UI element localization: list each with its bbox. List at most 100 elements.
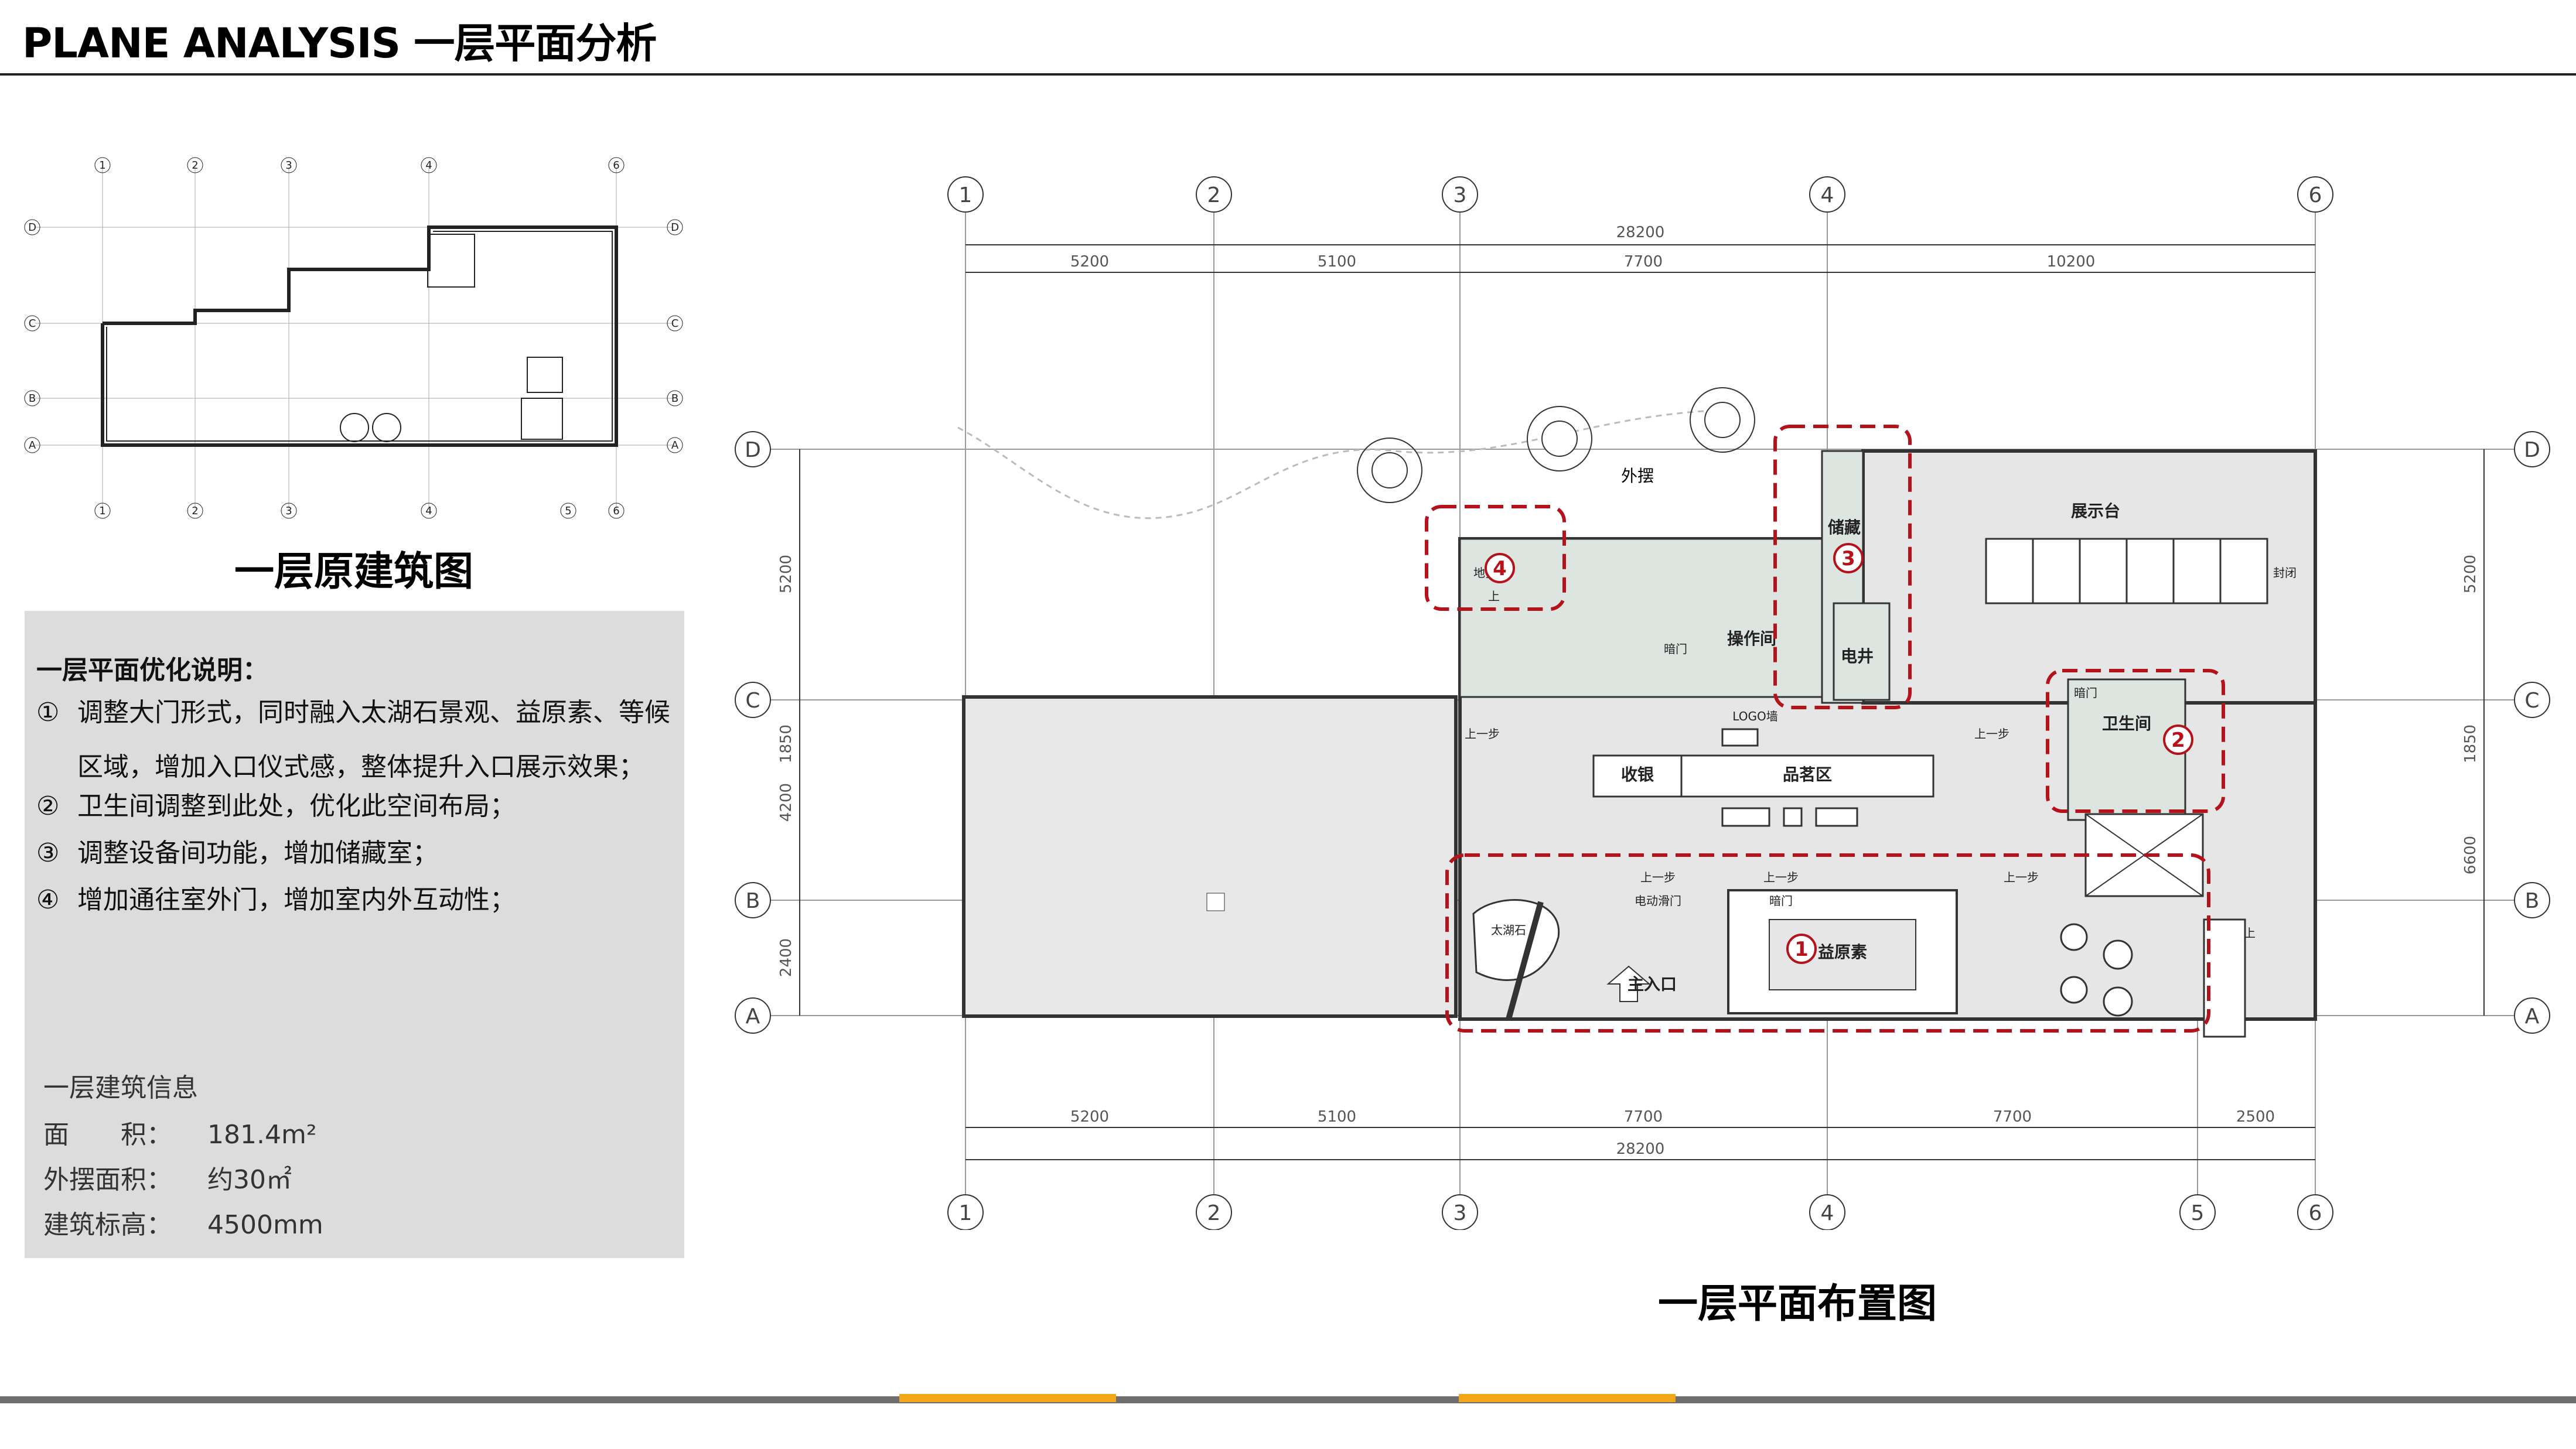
svg-text:5: 5 xyxy=(565,505,571,517)
axis-right-A: A xyxy=(2525,1004,2540,1028)
footer-accent-1 xyxy=(899,1394,1116,1402)
label-hidden-door-3: 暗门 xyxy=(2074,686,2097,700)
dim-bottom-2: 5100 xyxy=(1318,1108,1356,1126)
outdoor-seating-group xyxy=(1357,387,1755,503)
svg-text:3: 3 xyxy=(285,159,292,172)
svg-text:1: 1 xyxy=(99,159,105,172)
building-info-title: 一层建筑信息 xyxy=(43,1073,198,1103)
thumbnail-caption: 一层原建筑图 xyxy=(234,549,474,595)
dim-left-3: 4200 xyxy=(777,783,795,822)
dim-right-3: 6600 xyxy=(2462,836,2479,874)
svg-text:1: 1 xyxy=(99,505,105,517)
axis-top-2: 2 xyxy=(1207,183,1221,207)
label-up: 上 xyxy=(1488,589,1500,603)
label-storage: 储藏 xyxy=(1828,518,1861,537)
axis-left-D: D xyxy=(745,438,761,462)
cashier-counter xyxy=(1592,754,1934,798)
info-area: 面 积：181.4m² xyxy=(43,1120,317,1150)
original-floor-plan-thumbnail: 1 2 3 4 6 1 2 3 4 5 6 D C B A D C B A xyxy=(24,157,683,519)
svg-text:B: B xyxy=(671,392,678,405)
label-step-up-5: 上一步 xyxy=(2004,870,2039,884)
svg-text:6: 6 xyxy=(613,159,619,172)
marker-4: 4 xyxy=(1493,557,1507,580)
dim-top-3: 7700 xyxy=(1624,253,1663,271)
axis-left-C: C xyxy=(745,689,760,713)
dim-top-total: 28200 xyxy=(1616,224,1665,241)
label-toilet: 卫生间 xyxy=(2102,714,2151,733)
entrance-arrow xyxy=(1606,965,1651,1002)
dim-left-2: 1850 xyxy=(777,724,795,763)
footer-bar xyxy=(0,1396,2576,1403)
plan-caption: 一层平面布置图 xyxy=(1658,1281,1937,1327)
outdoor-label: 外摆 xyxy=(1621,466,1654,486)
dim-top-1: 5200 xyxy=(1070,253,1109,271)
footer-accent-2 xyxy=(1459,1394,1676,1402)
label-logo-wall: LOGO墙 xyxy=(1732,709,1777,723)
svg-text:A: A xyxy=(29,439,36,452)
svg-text:C: C xyxy=(671,317,679,330)
axis-top-1: 1 xyxy=(959,183,973,207)
svg-text:6: 6 xyxy=(613,505,619,517)
display-table xyxy=(1985,538,2268,604)
label-hidden-door: 暗门 xyxy=(1769,894,1793,908)
axis-top-4: 4 xyxy=(1821,183,1834,207)
marker-1: 1 xyxy=(1794,938,1809,961)
dim-left-4: 2400 xyxy=(777,938,795,977)
page-title: PLANE ANALYSIS 一层平面分析 xyxy=(22,19,657,67)
label-step-up-4: 上一步 xyxy=(1763,870,1799,884)
axis-bottom-6: 6 xyxy=(2309,1201,2322,1225)
axis-left-A: A xyxy=(746,1004,760,1028)
label-hidden-door-2: 暗门 xyxy=(1664,642,1687,656)
svg-text:2: 2 xyxy=(192,505,198,517)
label-step-up-2: 上一步 xyxy=(1974,727,2009,741)
svg-text:4: 4 xyxy=(425,159,432,172)
svg-text:C: C xyxy=(29,317,36,330)
dim-top-2: 5100 xyxy=(1318,253,1356,271)
info-outdoor-area: 外摆面积：约30㎡ xyxy=(43,1165,292,1195)
dim-right-2: 1850 xyxy=(2462,724,2479,763)
label-tea: 品茗区 xyxy=(1783,765,1832,784)
info-height: 建筑标高：4500mm xyxy=(43,1210,323,1240)
dim-right-1: 5200 xyxy=(2462,555,2479,593)
label-up-2: 上 xyxy=(2244,926,2256,940)
svg-text:B: B xyxy=(29,392,36,405)
marker-3: 3 xyxy=(1841,547,1855,570)
left-hall xyxy=(962,695,1458,1018)
label-electric: 电井 xyxy=(1841,647,1874,666)
dim-bottom-3: 7700 xyxy=(1624,1108,1663,1126)
dim-bottom-5: 2500 xyxy=(2236,1108,2275,1126)
label-step-up-3: 上一步 xyxy=(1640,870,1676,884)
label-taihu: 太湖石 xyxy=(1491,923,1526,937)
label-operation: 操作间 xyxy=(1727,629,1776,648)
svg-text:D: D xyxy=(28,221,36,234)
dim-bottom-1: 5200 xyxy=(1070,1108,1109,1126)
svg-text:3: 3 xyxy=(285,505,292,517)
notes-heading: 一层平面优化说明： xyxy=(36,655,268,685)
axis-right-D: D xyxy=(2524,438,2540,462)
first-floor-layout-plan: 28200 5200 5100 7700 10200 5200 5100 770… xyxy=(735,176,2550,1230)
marker-2: 2 xyxy=(2171,729,2185,752)
label-entrance: 主入口 xyxy=(1628,975,1677,994)
axis-bottom-1: 1 xyxy=(959,1201,973,1225)
axis-top-6: 6 xyxy=(2309,183,2322,207)
label-sealed: 封闭 xyxy=(2273,566,2297,580)
axis-right-C: C xyxy=(2524,689,2539,713)
label-auto-door: 电动滑门 xyxy=(1635,894,1681,908)
axis-bottom-3: 3 xyxy=(1454,1201,1467,1225)
dim-bottom-4: 7700 xyxy=(1993,1108,2032,1126)
label-display: 展示台 xyxy=(2071,501,2120,521)
svg-text:D: D xyxy=(671,221,679,234)
axis-bottom-4: 4 xyxy=(1821,1201,1834,1225)
label-cashier: 收银 xyxy=(1621,765,1654,784)
label-yiyuansu: 益原素 xyxy=(1818,942,1867,962)
axis-left-B: B xyxy=(746,889,760,913)
svg-text:4: 4 xyxy=(425,505,432,517)
svg-text:A: A xyxy=(671,439,679,452)
note-item-1-continued: 区域，增加入口仪式感，整体提升入口展示效果； xyxy=(77,752,644,782)
axis-top-3: 3 xyxy=(1454,183,1467,207)
